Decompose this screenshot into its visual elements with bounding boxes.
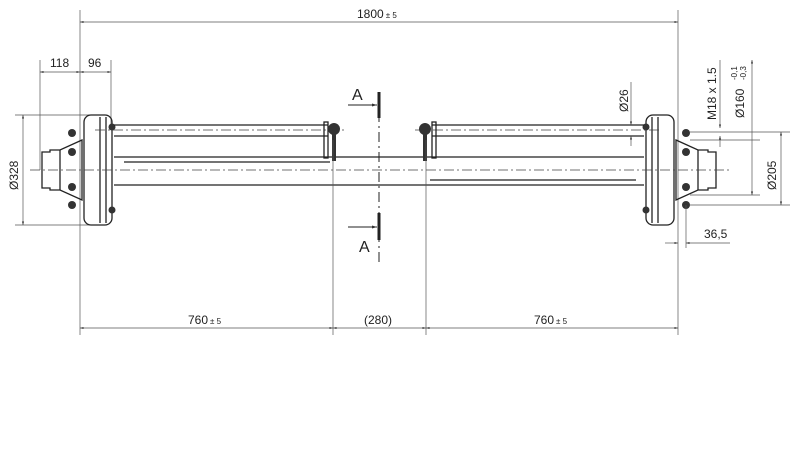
u-bolt-left: [323, 121, 340, 161]
svg-text:36,5: 36,5: [704, 227, 728, 241]
svg-text:Ø328: Ø328: [7, 160, 21, 190]
svg-text:(280): (280): [364, 313, 392, 327]
right-hub-dimensions: M18 x 1.5 Ø160 -0,1 -0,3 Ø205 36,5: [665, 60, 790, 248]
svg-text:1800± 5: 1800± 5: [357, 7, 397, 21]
u-bolt-right: [419, 121, 437, 161]
svg-text:Ø26: Ø26: [617, 89, 631, 112]
svg-text:Ø160: Ø160: [733, 88, 747, 118]
drum-diameter-dimension: Ø328: [7, 114, 90, 226]
axle-beam: [30, 124, 730, 186]
svg-text:M18 x 1.5: M18 x 1.5: [705, 67, 719, 120]
spring-seat-diameter-dimension: Ø26: [617, 82, 633, 146]
svg-text:760± 5: 760± 5: [188, 313, 222, 327]
svg-text:96: 96: [88, 56, 102, 70]
svg-text:A: A: [352, 87, 363, 104]
svg-text:760± 5: 760± 5: [534, 313, 568, 327]
svg-text:Ø205: Ø205: [765, 160, 779, 190]
svg-text:A: A: [359, 239, 370, 256]
section-a-a: A A: [348, 87, 381, 262]
overall-length-dimension: 1800± 5: [79, 7, 679, 335]
spring-distance-dimensions: 760± 5 (280) 760± 5: [80, 140, 678, 335]
svg-text:-0,3: -0,3: [739, 66, 748, 80]
svg-text:118: 118: [50, 56, 69, 70]
svg-text:-0,1: -0,1: [730, 66, 739, 80]
hub-offset-dimensions: 118 96: [39, 56, 112, 170]
